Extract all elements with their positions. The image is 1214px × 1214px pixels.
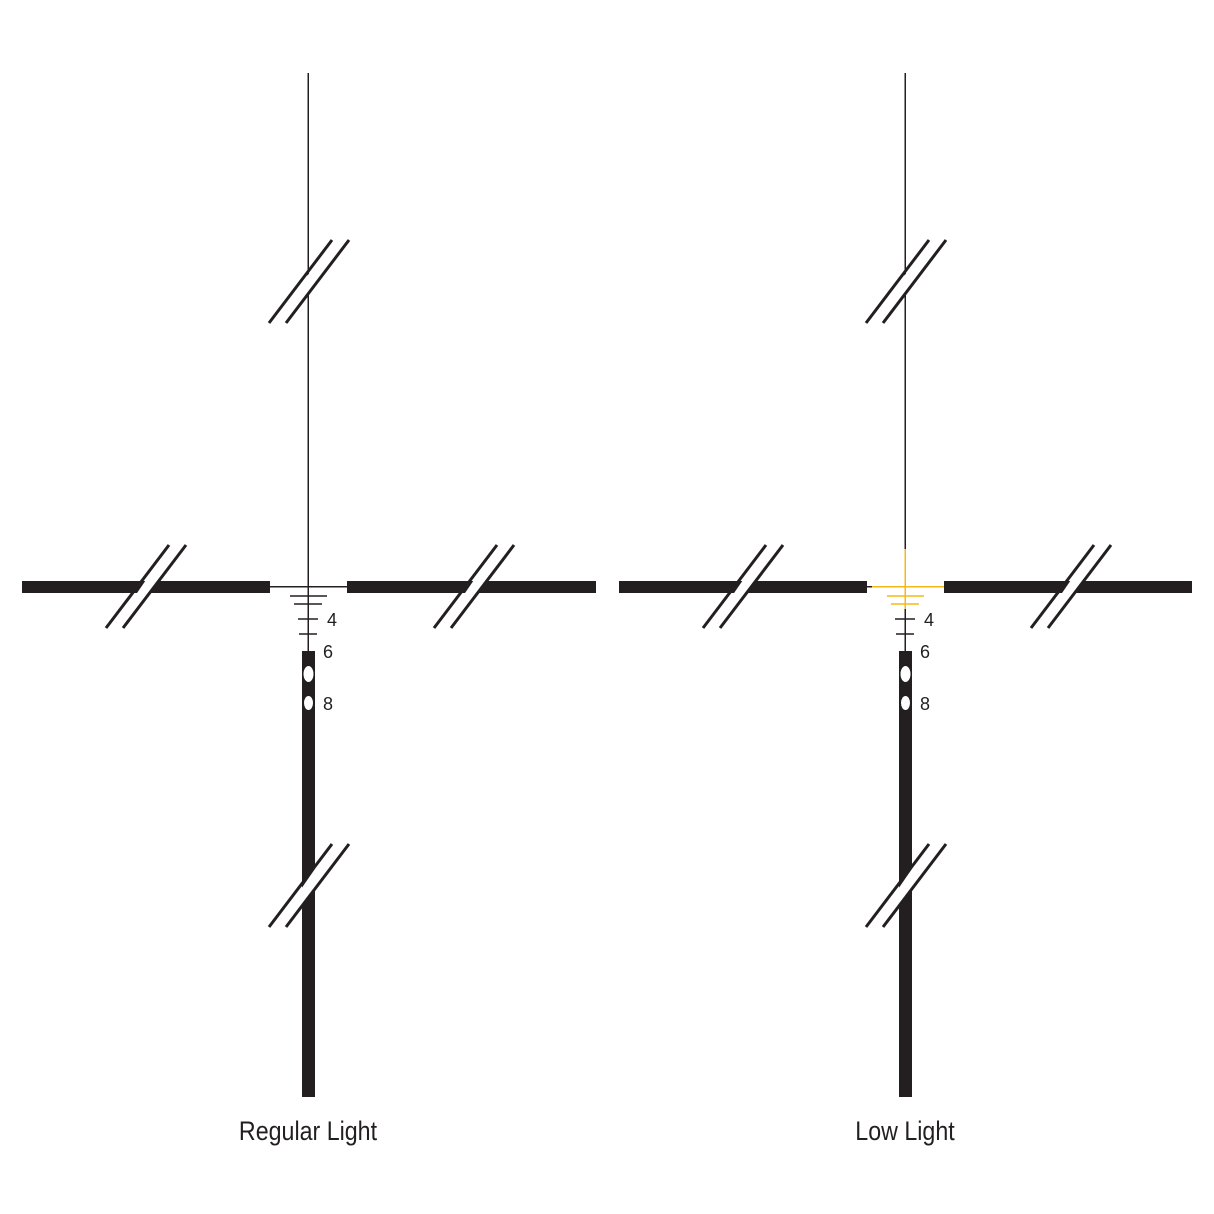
dot-6 bbox=[303, 666, 314, 682]
center-vertical-stem bbox=[904, 609, 906, 651]
break-top bbox=[267, 239, 351, 324]
break-left bbox=[104, 544, 188, 629]
center-vertical-stem-lit bbox=[904, 587, 906, 609]
caption-regular-light: Regular Light bbox=[238, 1116, 378, 1146]
range-dots bbox=[303, 666, 314, 710]
center-horizontal-line bbox=[872, 586, 944, 588]
marking-6: 6 bbox=[323, 642, 333, 662]
caption-low-light: Low Light bbox=[855, 1116, 955, 1146]
top-thin-post bbox=[307, 73, 309, 587]
dot-6 bbox=[900, 666, 911, 682]
marking-8: 8 bbox=[920, 694, 930, 714]
marking-6: 6 bbox=[920, 642, 930, 662]
left-thin-link bbox=[867, 586, 872, 588]
marking-8: 8 bbox=[323, 694, 333, 714]
break-left bbox=[701, 544, 785, 629]
break-right bbox=[1029, 544, 1113, 629]
break-bottom bbox=[267, 843, 351, 928]
stadia-ticks bbox=[290, 595, 327, 635]
break-marks bbox=[104, 239, 516, 928]
dot-8 bbox=[304, 696, 313, 710]
range-dots bbox=[900, 666, 911, 710]
break-marks bbox=[701, 239, 1113, 928]
reticle-structure bbox=[619, 73, 1192, 1097]
top-thin-post bbox=[904, 73, 906, 549]
break-bottom bbox=[864, 843, 948, 928]
stadia-ticks bbox=[887, 595, 924, 635]
dot-8 bbox=[901, 696, 910, 710]
marking-4: 4 bbox=[924, 610, 934, 630]
break-top bbox=[864, 239, 948, 324]
marking-4: 4 bbox=[327, 610, 337, 630]
top-thin-post-lit bbox=[904, 549, 906, 587]
center-horizontal-line bbox=[270, 586, 347, 588]
break-right bbox=[432, 544, 516, 629]
